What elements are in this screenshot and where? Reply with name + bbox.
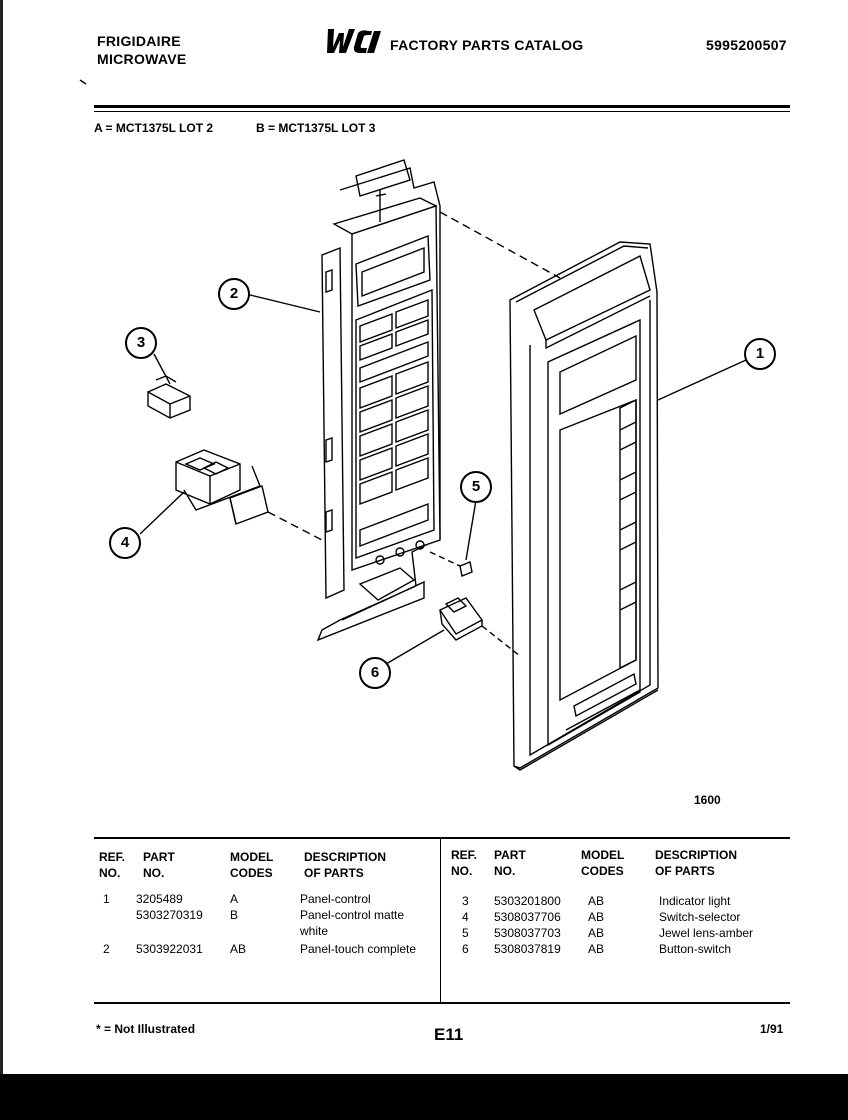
- scan-border-left: [0, 0, 3, 1074]
- selector-switch-part: [175, 449, 269, 525]
- exploded-parts-diagram: [79, 79, 747, 771]
- wci-logo: [324, 27, 384, 55]
- revision-date: 1/91: [760, 1022, 784, 1036]
- callout-5: 5: [460, 471, 492, 503]
- figure-number: 1600: [694, 793, 721, 807]
- header-rule-top: [94, 105, 790, 108]
- callout-6: 6: [359, 657, 391, 689]
- model-b-label: B = MCT1375L LOT 3: [256, 121, 376, 135]
- header-ref-right: REF.NO.: [451, 848, 478, 878]
- jewel-lens-part: [459, 561, 473, 577]
- touch-panel: [316, 159, 441, 642]
- control-panel-frame: [509, 241, 659, 771]
- header-ref: REF.NO.: [99, 850, 126, 880]
- table-divider: [440, 839, 441, 1003]
- button-switch-part: [438, 597, 484, 641]
- brand-name: FRIGIDAIRE: [97, 33, 181, 49]
- table-rule-bottom: [94, 1002, 790, 1004]
- catalog-title: FACTORY PARTS CATALOG: [390, 37, 584, 53]
- scan-border-bottom: [0, 1074, 848, 1120]
- header-rule-bottom: [94, 111, 790, 112]
- callout-4: 4: [109, 527, 141, 559]
- not-illustrated-note: * = Not Illustrated: [96, 1022, 196, 1036]
- callout-2: 2: [218, 278, 250, 310]
- page-number: E11: [434, 1025, 464, 1044]
- catalog-number: 5995200507: [706, 37, 787, 53]
- callout-1: 1: [744, 338, 776, 370]
- product-type: MICROWAVE: [97, 51, 187, 67]
- model-a-label: A = MCT1375L LOT 2: [94, 121, 214, 135]
- table-rule-top: [94, 837, 790, 839]
- callout-3: 3: [125, 327, 157, 359]
